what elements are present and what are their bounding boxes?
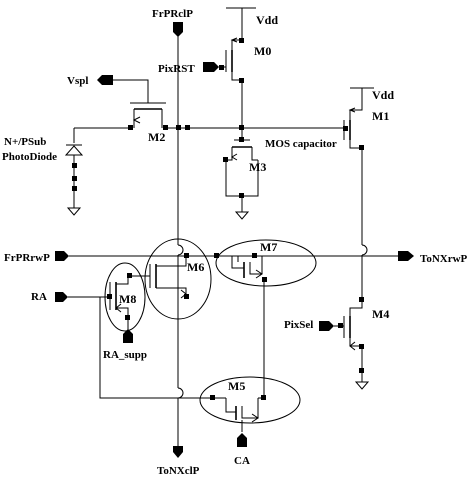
ground-icon <box>234 211 250 220</box>
pin-ra-supp <box>123 329 133 343</box>
label-m8: M8 <box>119 292 136 306</box>
label-ca: CA <box>234 455 250 467</box>
node-sense-a <box>185 125 190 130</box>
node-bus-sense <box>176 125 181 130</box>
transistor-m4 <box>343 300 363 382</box>
node-pixrst <box>219 65 224 70</box>
label-ra-supp: RA_supp <box>103 349 147 361</box>
pin-frprclp <box>173 22 183 37</box>
label-ra: RA <box>31 291 47 303</box>
label-m6: M6 <box>187 260 204 274</box>
label-m2: M2 <box>148 130 165 144</box>
transistor-m7 <box>231 256 263 279</box>
transistor-m2 <box>130 102 166 128</box>
label-m5: M5 <box>228 379 245 393</box>
node-m2-left <box>128 125 133 130</box>
label-npsub: N+/PSub <box>4 136 46 148</box>
label-pixsel: PixSel <box>284 319 313 331</box>
node-m0-drain <box>239 38 244 43</box>
pin-ca <box>237 433 247 447</box>
label-m7: M7 <box>260 240 277 254</box>
highlight-m8 <box>104 262 146 332</box>
node-m0-source <box>239 78 244 83</box>
pin-pixrst <box>203 62 219 72</box>
highlight-m7 <box>215 239 317 287</box>
transistor-m0 <box>225 7 256 128</box>
ground-icon <box>354 381 370 390</box>
pin-pixsel <box>319 321 334 331</box>
label-vdd-right: Vdd <box>372 88 394 102</box>
label-tonxclp: ToNXclP <box>157 465 200 477</box>
pin-tonxclp <box>173 446 183 458</box>
label-vspl: Vspl <box>67 75 88 87</box>
node-m2-right <box>163 125 168 130</box>
label-frprrwp: FrPRrwP <box>4 252 50 264</box>
pin-frprrwp <box>55 251 69 261</box>
label-vdd-top: Vdd <box>256 13 278 27</box>
pin-vspl <box>97 75 113 85</box>
label-m0: M0 <box>254 44 271 58</box>
transistor-m5 <box>225 397 264 423</box>
pin-tonxrwp <box>398 251 414 261</box>
pin-ra <box>55 292 68 302</box>
transistor-m6 <box>149 256 187 299</box>
label-m1: M1 <box>372 109 389 123</box>
column-bus <box>177 30 184 446</box>
node-sense-b <box>239 125 244 130</box>
highlight-m6 <box>144 238 212 320</box>
label-frprclp: FrPRclP <box>152 8 193 20</box>
label-tonxrwp: ToNXrwP <box>420 253 468 265</box>
ground-icon <box>66 207 82 216</box>
label-pixrst: PixRST <box>158 63 195 75</box>
highlight-m5 <box>199 376 301 424</box>
label-m4: M4 <box>372 307 389 321</box>
label-mos-capacitor: MOS capacitor <box>265 138 337 150</box>
label-photodiode: PhotoDiode <box>2 151 57 163</box>
transistor-m1 <box>343 87 374 245</box>
